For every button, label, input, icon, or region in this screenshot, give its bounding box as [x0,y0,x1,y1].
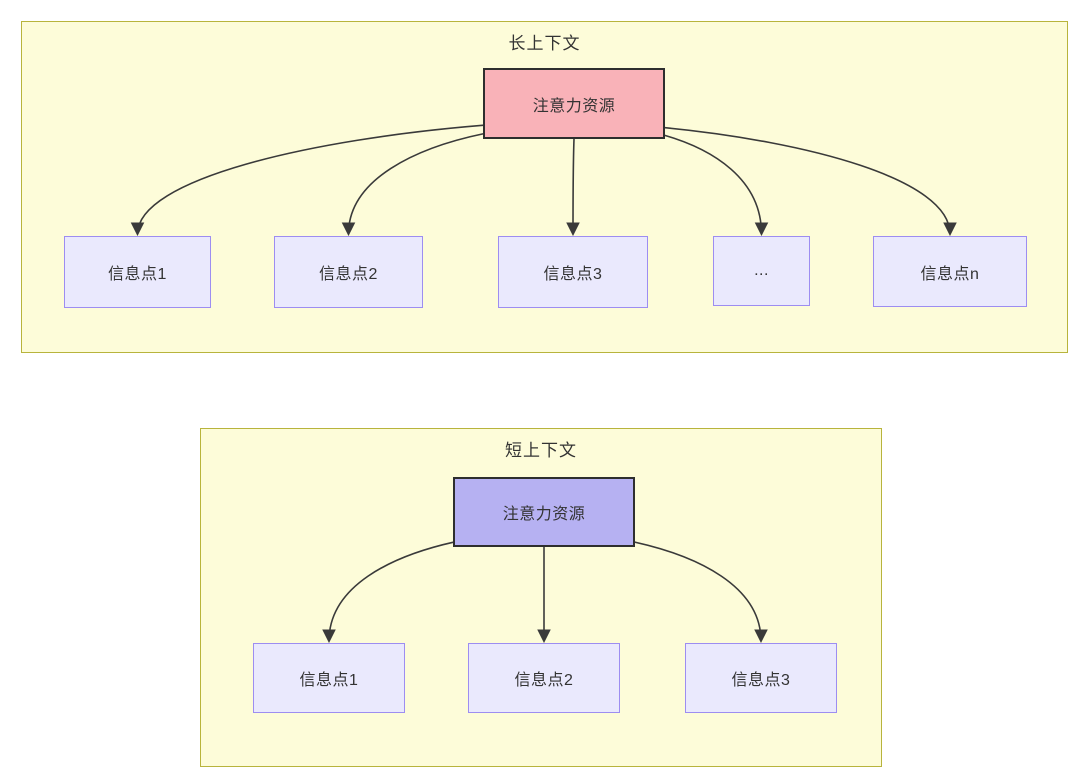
info-node-label: 信息点1 [299,672,359,689]
info-node-label: 信息点3 [543,266,603,283]
info-node-long-1: 信息点1 [64,236,211,308]
info-node-label: 信息点3 [731,672,791,689]
info-node-long-3: 信息点3 [498,236,648,308]
info-node-long-2: 信息点2 [274,236,423,308]
info-node-label: ... [754,262,769,279]
info-node-long-n: 信息点n [873,236,1027,307]
short-context-title: 短上下文 [505,441,577,460]
attention-node-short-context: 注意力资源 [453,477,635,547]
info-node-label: 信息点1 [108,266,167,283]
long-context-title: 长上下文 [508,34,581,53]
info-node-short-2: 信息点2 [468,643,620,713]
info-node-label: 信息点2 [514,672,574,689]
attention-node-long-context: 注意力资源 [483,68,665,139]
attention-node-label: 注意力资源 [532,97,616,115]
info-node-long-ellipsis: ... [713,236,810,306]
attention-node-label: 注意力资源 [502,506,586,523]
info-node-short-1: 信息点1 [253,643,405,713]
info-node-short-3: 信息点3 [685,643,837,713]
info-node-label: 信息点2 [319,266,378,283]
info-node-label: 信息点n [920,265,980,283]
